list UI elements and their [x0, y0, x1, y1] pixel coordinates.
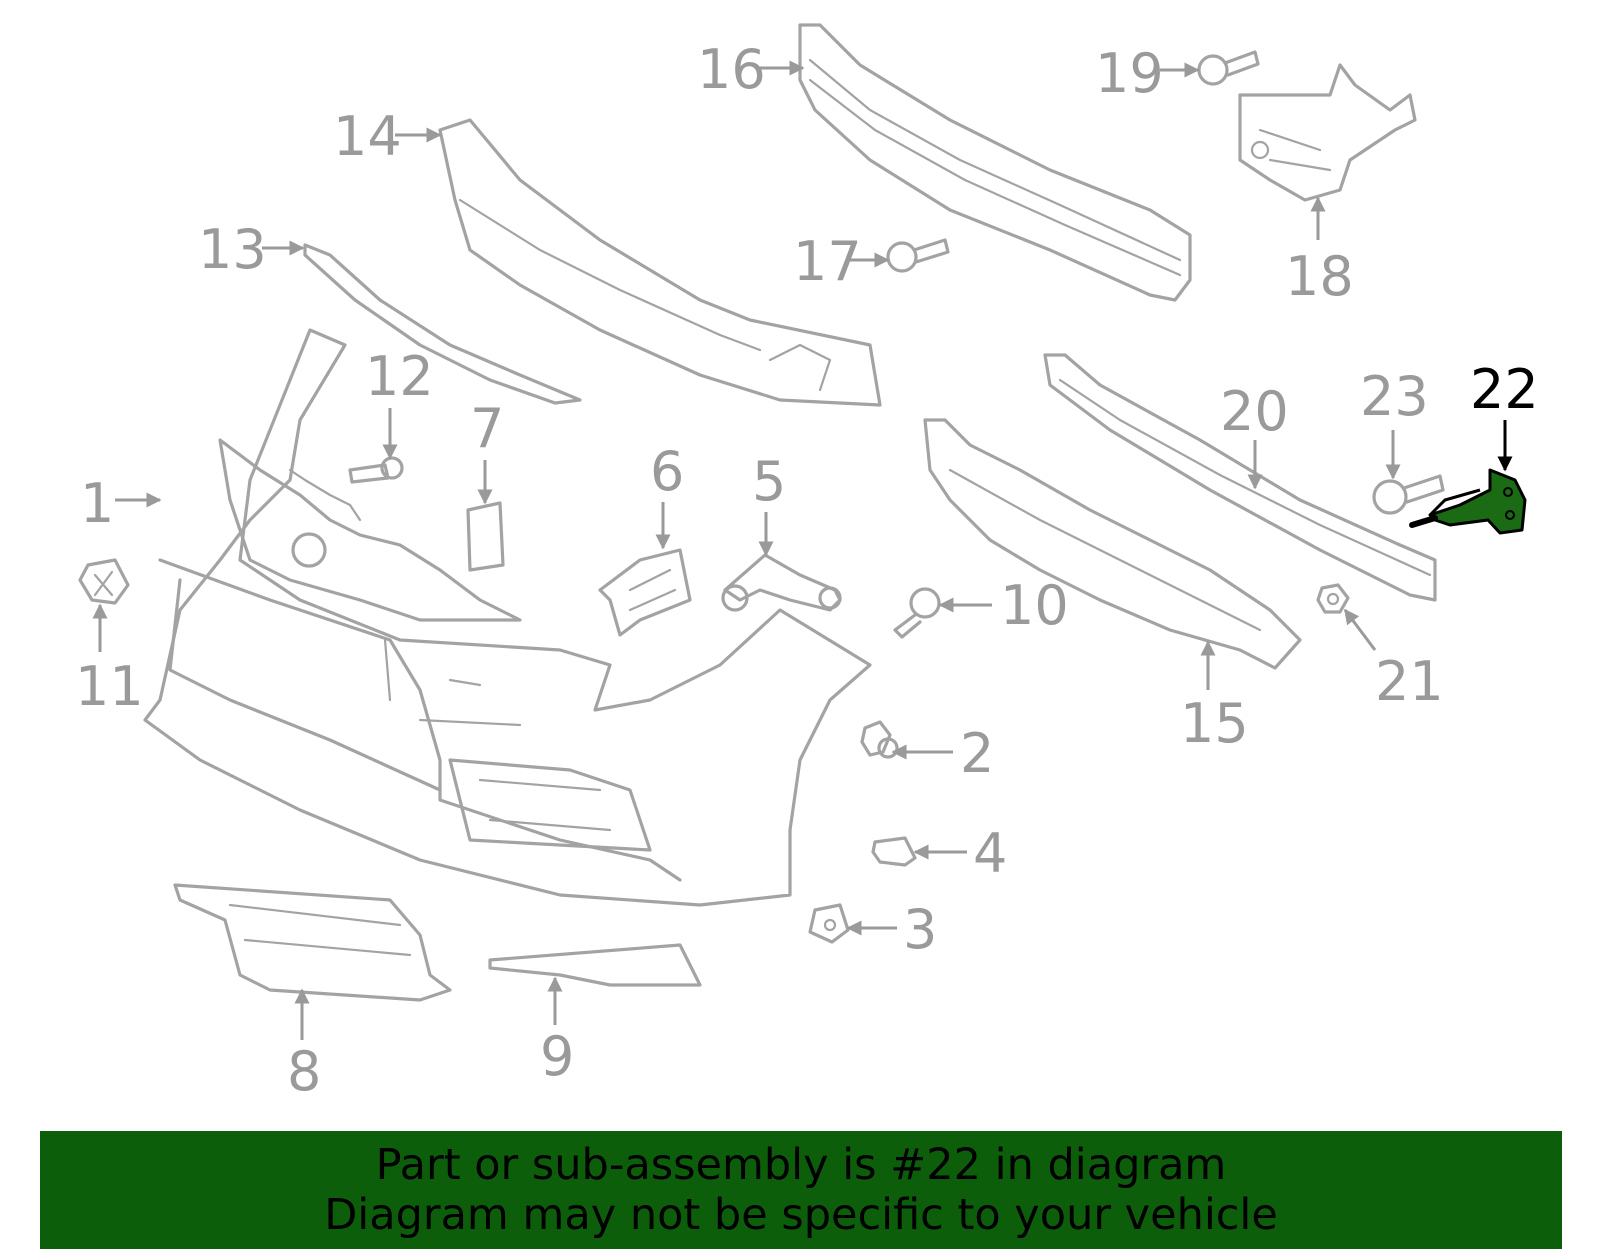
callout-1: 1	[80, 472, 114, 535]
lower-beam-part-20	[1043, 353, 1437, 602]
callout-12: 12	[365, 345, 434, 408]
banner-line-2: Diagram may not be specific to your vehi…	[324, 1190, 1278, 1240]
callout-21: 21	[1375, 650, 1444, 713]
nut-part-21	[1316, 583, 1350, 614]
pad-part-7	[466, 501, 505, 572]
info-banner: Part or sub-assembly is #22 in diagram D…	[40, 1131, 1562, 1249]
bracket-part-3	[808, 903, 850, 944]
callout-6: 6	[650, 440, 684, 503]
callout-labels: 1 2 3 4 5 6 7 8 9 10 11 12 13 14 15 16 1…	[75, 38, 1539, 1103]
lower-grille-part-8	[173, 883, 452, 1002]
link-bracket-part-5	[721, 553, 842, 612]
lower-absorber-part-15	[923, 418, 1302, 670]
callout-16: 16	[697, 38, 766, 101]
screw-part-12	[348, 456, 404, 484]
highlighted-bracket-part-22	[1409, 468, 1527, 535]
callout-20: 20	[1220, 380, 1289, 443]
callout-13: 13	[198, 218, 267, 281]
callout-2: 2	[960, 722, 994, 785]
callout-23: 23	[1360, 365, 1429, 428]
callout-9: 9	[540, 1025, 574, 1088]
bracket-part-18	[1238, 63, 1417, 202]
bolt-part-19	[1197, 50, 1260, 86]
emblem-part-11	[78, 558, 130, 605]
clip-part-2	[860, 720, 899, 759]
callout-8: 8	[287, 1040, 321, 1103]
callout-3: 3	[903, 898, 937, 961]
callout-17: 17	[793, 230, 862, 293]
moulding-strip-part-13	[303, 243, 582, 405]
bumper-cover-part	[143, 328, 872, 907]
callout-19: 19	[1095, 42, 1164, 105]
lower-strip-part-9	[488, 943, 702, 987]
leader-arrows	[92, 60, 1513, 1040]
bolt-part-23	[1372, 474, 1445, 515]
callout-18: 18	[1285, 245, 1354, 308]
bolt-part-17	[886, 238, 950, 273]
callout-5: 5	[752, 450, 786, 513]
upper-absorber-part-14	[438, 118, 882, 407]
callout-7: 7	[470, 397, 504, 460]
parts-diagram: 1 2 3 4 5 6 7 8 9 10 11 12 13 14 15 16 1…	[75, 23, 1539, 1103]
callout-11: 11	[75, 655, 144, 718]
callout-14: 14	[333, 105, 402, 168]
callout-22: 22	[1470, 358, 1539, 421]
retainer-part-4	[871, 836, 917, 867]
callout-15: 15	[1180, 692, 1249, 755]
banner-line-1: Part or sub-assembly is #22 in diagram	[375, 1140, 1227, 1190]
callout-10: 10	[1000, 574, 1069, 637]
bracket-part-6	[598, 548, 692, 637]
reinforcement-beam-part-16	[798, 23, 1192, 302]
callout-4: 4	[973, 822, 1007, 885]
bolt-part-10	[893, 587, 941, 639]
